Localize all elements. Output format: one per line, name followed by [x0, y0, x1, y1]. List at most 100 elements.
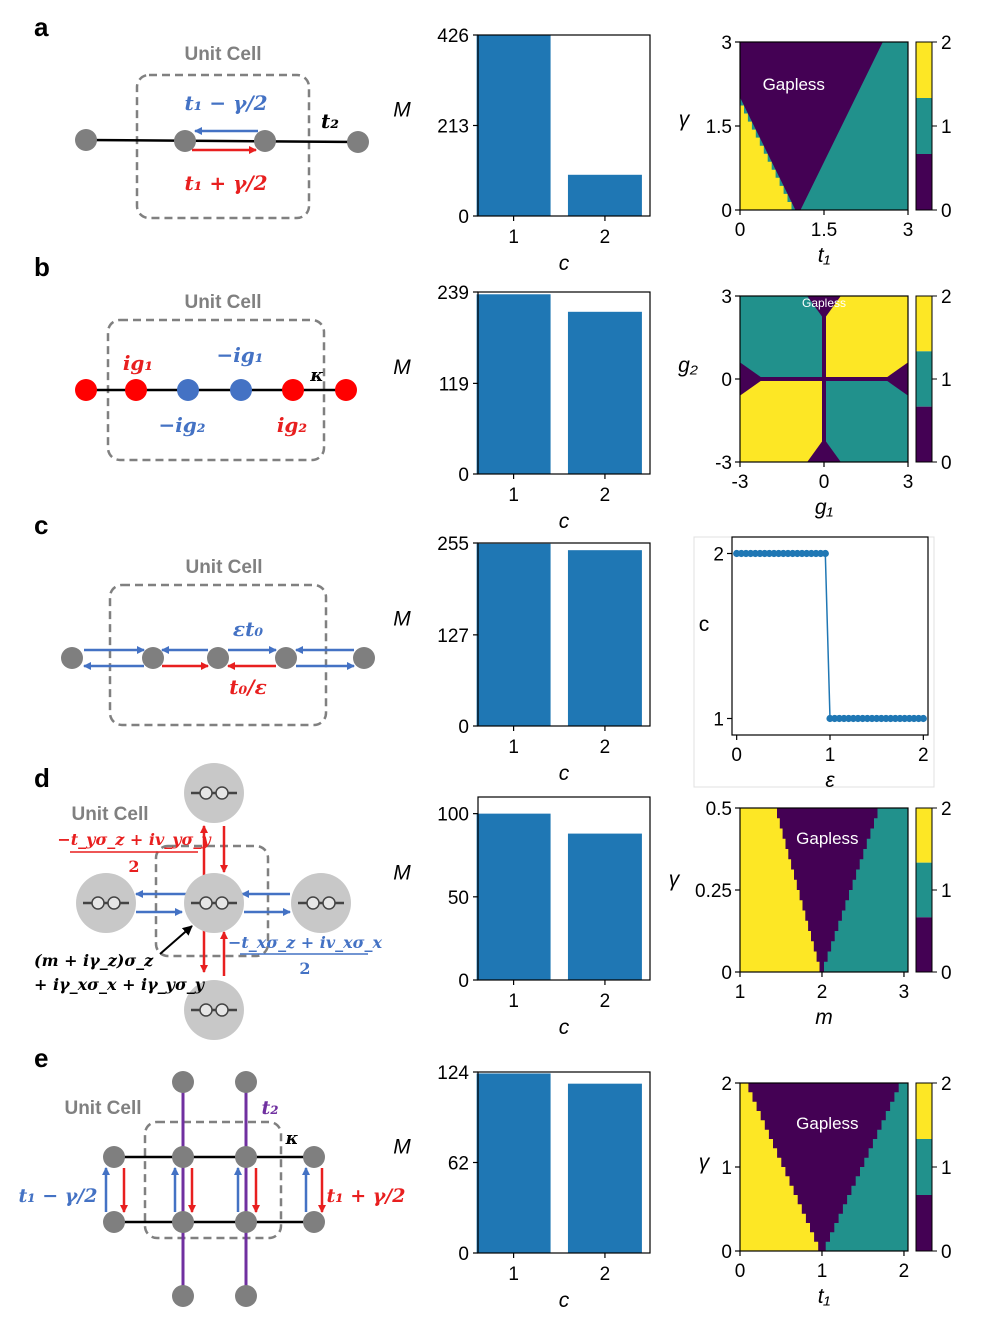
gain-site — [335, 379, 357, 401]
bar — [476, 35, 551, 216]
y-axis-label: M — [393, 98, 411, 121]
bar — [567, 1083, 642, 1253]
chain-bond — [85, 138, 359, 144]
gain-site — [282, 379, 304, 401]
schematic-c: Unit Cell εt₀ t₀/ε — [61, 557, 375, 727]
x-axis-label: m — [815, 1006, 833, 1029]
heatmap-gapless-region — [777, 808, 882, 972]
x-axis-label: g₁ — [815, 496, 834, 519]
y-tick-label: 2 — [721, 1074, 732, 1095]
onsite-pointer-arrow — [159, 925, 193, 955]
dimer-site — [184, 980, 244, 1040]
colorbar-segment — [916, 808, 932, 863]
site-node — [61, 647, 83, 669]
bar — [476, 1073, 551, 1253]
site-node — [275, 647, 297, 669]
x-tick-label: 1 — [508, 991, 519, 1012]
y-tick-label: 255 — [437, 534, 469, 555]
y-tick-label: 1 — [721, 1158, 732, 1179]
y-tick-label: 213 — [437, 117, 469, 138]
unit-cell-label: Unit Cell — [71, 804, 148, 825]
y-tick-label: 0 — [721, 1242, 732, 1263]
loss-site — [230, 379, 252, 401]
x-tick-label: 1 — [508, 485, 519, 506]
blue-hop-numerator: −t_xσ_z + iv_xσ_x — [228, 933, 382, 952]
gapless-annotation: Gapless — [763, 75, 825, 94]
y-tick-label: -3 — [715, 453, 732, 474]
heatmap-gapless-region — [740, 362, 764, 396]
y-tick-label: 0 — [458, 465, 469, 486]
x-tick-label: 3 — [903, 472, 914, 493]
y-tick-label: 1 — [713, 710, 724, 731]
x-tick-label: 0 — [731, 745, 742, 766]
unit-cell-label: Unit Cell — [184, 44, 261, 65]
unit-cell-box — [143, 1120, 283, 1240]
unit-cell-box — [154, 844, 270, 958]
x-axis-label: t₁ — [818, 244, 831, 267]
colorbar-segment — [916, 917, 932, 972]
x-tick-label: 3 — [899, 982, 910, 1003]
y-tick-label: 100 — [437, 805, 469, 826]
onsite-term-1: (m + iγ_z)σ_z — [34, 951, 154, 970]
colorbar-segment — [916, 406, 932, 462]
colorbar-tick-label: 0 — [941, 201, 952, 222]
data-point — [821, 549, 829, 558]
unit-cell-box — [108, 583, 328, 727]
y-tick-label: 0 — [721, 201, 732, 222]
label-minus-ig2: −ig₂ — [158, 413, 205, 437]
heatmap-region-2 — [740, 1083, 823, 1251]
schematic-a: Unit Cell t₁ − γ/2 t₁ + γ/2 t₂ — [75, 44, 369, 220]
label-ig1: ig₁ — [123, 351, 153, 375]
label-kappa: κ — [285, 1129, 299, 1149]
red-hop-denominator: 2 — [128, 857, 139, 876]
gapless-annotation: Gapless — [802, 296, 846, 310]
site-node — [103, 1146, 125, 1168]
gapless-annotation: Gapless — [796, 1114, 858, 1133]
site-node — [103, 1211, 125, 1233]
y-tick-label: 0 — [458, 1244, 469, 1265]
label-t0-eps: t₀/ε — [229, 675, 266, 699]
dimer-site — [291, 873, 351, 933]
heatmap-gapless-region — [807, 438, 841, 462]
blue-hop-denominator: 2 — [299, 959, 310, 978]
y-tick-label: 0 — [458, 717, 469, 738]
heatmap-gapless-line — [760, 377, 888, 381]
x-tick-label: 1 — [817, 1261, 828, 1282]
site-node — [174, 130, 196, 152]
colorbar-segment — [916, 862, 932, 918]
site-node — [172, 1071, 194, 1093]
label-ig2: ig₂ — [277, 413, 308, 437]
site-node — [142, 647, 164, 669]
site-node — [254, 130, 276, 152]
y-axis-label: γ — [679, 108, 691, 131]
colorbar-segment — [916, 1139, 932, 1195]
schematic-e: Unit Cell t₁ − γ/2 t₁ + γ/2 t₂ κ — [19, 1071, 405, 1307]
y-axis-label: γ — [669, 868, 681, 891]
site-node — [235, 1211, 257, 1233]
y-axis-label: M — [393, 861, 411, 884]
colorbar-tick-label: 0 — [941, 963, 952, 984]
gain-site — [75, 379, 97, 401]
panel-letter-e: e — [34, 1043, 48, 1073]
colorbar-tick-label: 2 — [941, 799, 952, 820]
y-tick-label: 127 — [437, 626, 469, 647]
label-eps-t0: εt₀ — [233, 617, 263, 641]
hop-label-inter: t₂ — [321, 109, 339, 133]
colorbar-tick-label: 2 — [941, 1074, 952, 1095]
bar — [567, 550, 642, 726]
x-tick-label: 1 — [825, 745, 836, 766]
y-axis-label: M — [393, 607, 411, 630]
red-hop-numerator: −t_yσ_z + iv_yσ_y — [57, 830, 212, 849]
y-axis-label: g₂ — [678, 354, 698, 377]
site-node — [207, 647, 229, 669]
colorbar-tick-label: 2 — [941, 287, 952, 308]
y-axis-label: M — [393, 1135, 411, 1158]
panel-letter-d: d — [34, 763, 50, 793]
